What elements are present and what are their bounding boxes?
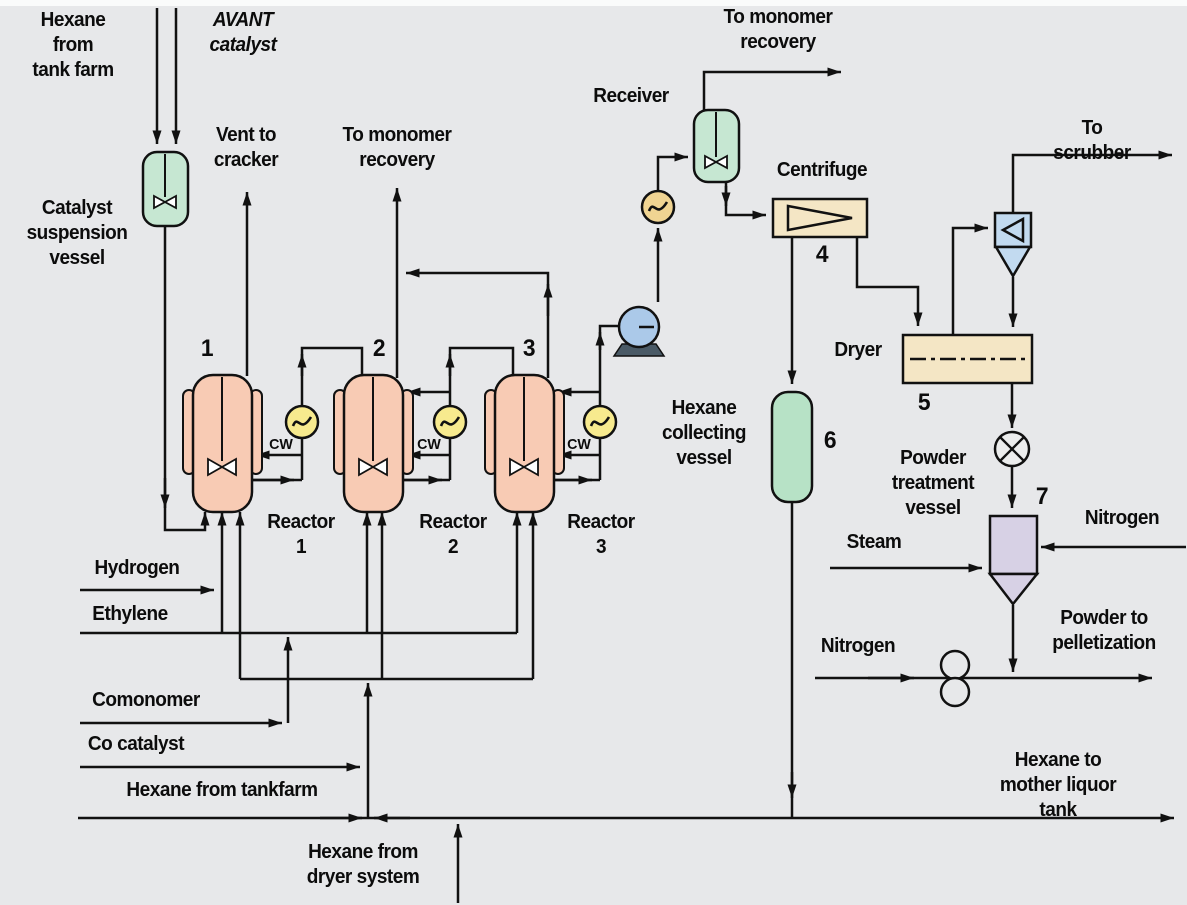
label-reactor-3: Reactor 3 <box>567 511 635 558</box>
rotary-valve <box>993 430 1031 468</box>
label-co-catalyst: Co catalyst <box>87 733 185 755</box>
label-hexane-collecting-vessel: Hexane collecting vessel <box>662 397 746 469</box>
label-dryer: Dryer <box>834 339 882 361</box>
catalyst-suspension-vessel <box>141 150 190 228</box>
tag-centrifuge: 4 <box>815 241 829 268</box>
label-hexane-from-dryer-system: Hexane from dryer system <box>306 841 420 888</box>
label-avant-catalyst: AVANT catalyst <box>209 9 277 56</box>
overhead-cooler <box>640 189 676 225</box>
centrifuge-unit <box>771 197 869 239</box>
receiver-bottoms-line <box>724 180 766 220</box>
label-comonomer: Comonomer <box>92 689 200 711</box>
label-hydrogen: Hydrogen <box>94 557 180 579</box>
label-catalyst-suspension-vessel: Catalyst suspension vessel <box>26 197 128 269</box>
label-nitrogen-upper: Nitrogen <box>1084 507 1160 529</box>
label-monomer-recovery-top: To monomer recovery <box>723 6 833 53</box>
piping <box>78 8 1186 903</box>
label-ethylene: Ethylene <box>92 603 168 625</box>
tag-reactor-1: 1 <box>200 335 214 362</box>
reactor-1 <box>182 373 263 514</box>
cooler-1-icon <box>284 404 320 440</box>
cooler-2-icon <box>432 404 468 440</box>
tag-powder-vessel: 7 <box>1035 483 1049 510</box>
cyclone-cone <box>993 245 1033 279</box>
label-nitrogen-lower: Nitrogen <box>820 635 896 657</box>
label-receiver: Receiver <box>593 85 669 107</box>
receiver-overhead-line <box>702 67 841 110</box>
tag-reactor-2: 2 <box>372 335 386 362</box>
label-powder-treatment-vessel: Powder treatment vessel <box>891 447 975 519</box>
blower-icon <box>939 649 971 681</box>
cyclone-vane-icon <box>1000 216 1025 244</box>
cyclone <box>993 211 1033 279</box>
label-cw-1: CW <box>269 436 293 453</box>
slurry-coolers <box>284 404 618 440</box>
tag-reactor-3: 3 <box>522 335 536 362</box>
label-steam: Steam <box>846 531 902 553</box>
hexane-collecting-vessel-shape <box>770 390 814 504</box>
dryer-vapor-line <box>951 223 988 335</box>
page-edge <box>0 0 1187 6</box>
agitator-icon <box>153 194 177 210</box>
receiver-vessel <box>692 108 741 184</box>
label-hexane-from-tankfarm: Hexane from tankfarm <box>126 779 318 801</box>
label-cw-3: CW <box>567 436 591 453</box>
tag-dryer: 5 <box>917 389 931 416</box>
label-powder-to-pelletization: Powder to pelletization <box>1052 607 1156 654</box>
agitator-icon <box>704 154 728 170</box>
centrifuge-solids-line <box>855 237 923 326</box>
agitator-icon <box>509 457 539 477</box>
rotary-blower <box>939 649 971 708</box>
reactor-3 <box>484 373 565 514</box>
powder-treatment-vessel-shape <box>987 514 1040 607</box>
label-hexane-tank-farm: Hexane from tank farm <box>32 9 114 81</box>
cooler-3-icon <box>582 404 618 440</box>
label-centrifuge: Centrifuge <box>776 159 868 181</box>
label-reactor-1: Reactor 1 <box>267 511 335 558</box>
label-to-scrubber: To scrubber <box>1053 117 1131 164</box>
centrifuge-rotor-icon <box>786 204 853 232</box>
scrubber-line <box>1011 150 1172 213</box>
blower-icon <box>939 676 971 708</box>
agitator-icon <box>358 457 388 477</box>
label-hexane-mother-liquor: Hexane to mother liquor tank <box>999 749 1117 821</box>
catalyst-to-reactor1-line <box>163 226 210 532</box>
heat-exchanger-icon <box>640 189 676 225</box>
label-monomer-recovery-left: To monomer recovery <box>342 124 452 171</box>
agitator-icon <box>207 457 237 477</box>
label-cw-2: CW <box>417 436 441 453</box>
dryer-unit <box>901 333 1034 385</box>
label-reactor-2: Reactor 2 <box>419 511 487 558</box>
reactor-2 <box>333 373 414 514</box>
label-vent-to-cracker: Vent to cracker <box>213 124 279 171</box>
circulation-pump <box>612 305 666 357</box>
tag-collecting-vessel: 6 <box>823 427 837 454</box>
